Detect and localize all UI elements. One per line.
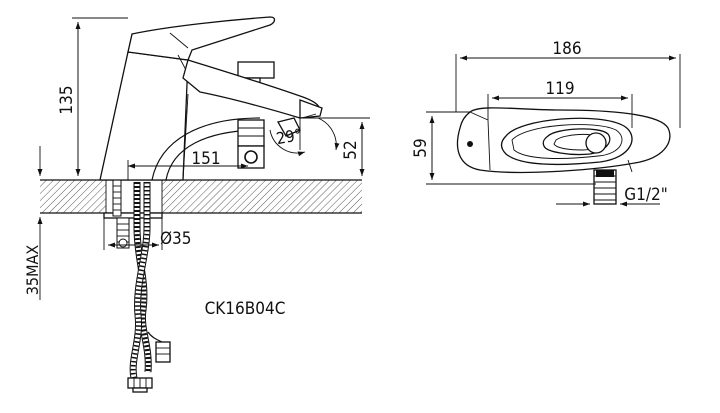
angle-label: 29° bbox=[275, 125, 303, 148]
threaded-inlet bbox=[593, 169, 617, 205]
dimension-reach: 151 bbox=[127, 149, 248, 180]
dimension-width: 186 bbox=[455, 39, 681, 128]
pipe-diameter-label: Ø35 bbox=[160, 229, 192, 249]
reach-label: 151 bbox=[191, 149, 220, 169]
dimension-thread: G1/2" bbox=[556, 185, 668, 207]
side-view: 135 151 52 29° Ø35 bbox=[23, 16, 370, 393]
spout-height-label: 52 bbox=[341, 140, 361, 159]
braided-hose bbox=[127, 182, 171, 393]
height-label: 135 bbox=[57, 85, 77, 114]
handle-outline bbox=[456, 107, 671, 174]
faucet-body bbox=[99, 16, 323, 181]
front-height-label: 59 bbox=[411, 138, 431, 157]
dimension-deck-max: 35MAX bbox=[23, 146, 43, 300]
dimension-spout-height: 52 bbox=[300, 117, 370, 176]
model-code: CK16B04C bbox=[205, 299, 286, 319]
width-label: 186 bbox=[552, 39, 581, 59]
dimension-pipe-diameter: Ø35 bbox=[103, 213, 192, 250]
dimension-height: 135 bbox=[57, 17, 128, 181]
dimension-angle: 29° bbox=[269, 117, 340, 157]
dimension-handle-width: 119 bbox=[487, 79, 633, 128]
dimension-front-height: 59 bbox=[411, 111, 596, 185]
mounting-bracket bbox=[103, 179, 163, 249]
deck-max-label: 35MAX bbox=[23, 245, 42, 296]
thread-label: G1/2" bbox=[624, 185, 668, 205]
handle-width-label: 119 bbox=[545, 79, 574, 99]
front-view: 186 119 59 G1/2" bbox=[411, 39, 681, 207]
countertop-section bbox=[40, 179, 362, 214]
